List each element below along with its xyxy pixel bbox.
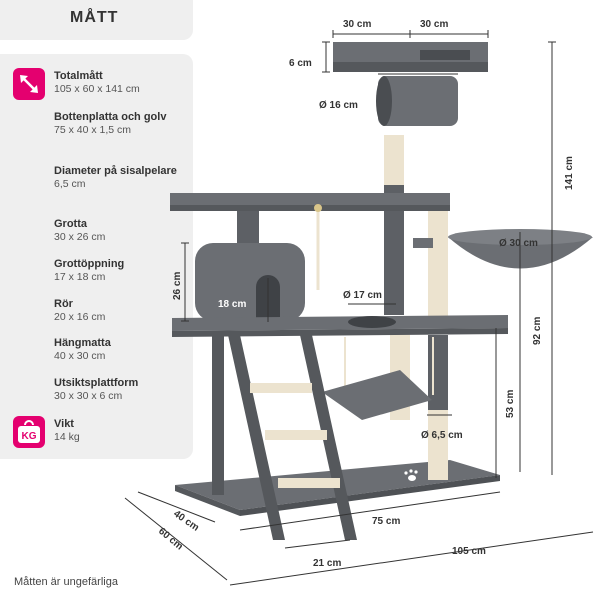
left-post: [212, 335, 224, 495]
dim-total-height: 141 cm: [564, 156, 575, 190]
spec-label: Rör: [54, 298, 73, 310]
spec-value: 105 x 60 x 141 cm: [54, 83, 140, 95]
spec-label: Vikt: [54, 418, 74, 430]
footer-note: Måtten är ungefärliga: [14, 576, 118, 588]
spec-total: Totalmått 105 x 60 x 141 cm: [54, 70, 189, 96]
dim-step-width: 21 cm: [313, 558, 341, 569]
kg-text: KG: [22, 431, 37, 442]
dim-total-depth: 60 cm: [156, 526, 185, 553]
spec-value: 20 x 16 cm: [54, 311, 106, 323]
dim-cave-opening: 18 cm: [218, 299, 246, 310]
sisal-post-right: [428, 205, 448, 320]
spec-platform: Utsiktsplattform 30 x 30 x 6 cm: [54, 377, 189, 403]
paw-print-icon: [404, 469, 418, 481]
spec-panel: [0, 54, 193, 459]
dim-post-diameter: Ø 6,5 cm: [421, 430, 463, 441]
spec-tube: Rör 20 x 16 cm: [54, 298, 189, 324]
spec-label: Bottenplatta och golv: [54, 111, 167, 123]
dim-base-width: 75 cm: [372, 516, 400, 527]
dim-tube-diameter: Ø 16 cm: [319, 100, 358, 111]
dim-top-left-width: 30 cm: [343, 19, 371, 30]
dim-base-depth: 40 cm: [171, 508, 201, 533]
spec-hammock: Hängmatta 40 x 30 cm: [54, 337, 189, 363]
spec-label: Utsiktsplattform: [54, 377, 139, 389]
dimension-lines: [124, 30, 594, 586]
spec-label: Grotta: [54, 218, 87, 230]
plush-post: [384, 185, 404, 315]
spec-cave: Grotta 30 x 26 cm: [54, 218, 189, 244]
cave: [195, 243, 305, 322]
spec-label: Totalmått: [54, 70, 103, 82]
spec-value: 30 x 30 x 6 cm: [54, 390, 123, 402]
spec-value: 40 x 30 cm: [54, 350, 106, 362]
rope-knot: [314, 204, 322, 212]
spec-label: Diameter på sisalpelare: [54, 165, 177, 177]
dim-total-width: 105 cm: [452, 546, 486, 557]
plush-post-right: [428, 335, 448, 410]
sisal-post-top: [384, 135, 404, 185]
spec-base: Bottenplatta och golv 75 x 40 x 1,5 cm: [54, 111, 189, 137]
spec-value: 75 x 40 x 1,5 cm: [54, 124, 132, 136]
sisal-post-bottom: [428, 410, 448, 480]
tube: [376, 76, 458, 126]
weight-kg-icon: KG: [13, 416, 45, 448]
spec-sisal: Diameter på sisalpelare 6,5 cm: [54, 165, 189, 191]
dim-hammock-height: 92 cm: [532, 317, 543, 345]
spec-value: 6,5 cm: [54, 178, 86, 190]
cave-post: [237, 210, 259, 250]
ladder: [228, 335, 357, 540]
spec-value: 30 x 26 cm: [54, 231, 106, 243]
middle-platform: [172, 315, 508, 337]
top-platform: [333, 42, 488, 72]
dim-hammock-diameter: Ø 30 cm: [499, 238, 538, 249]
spec-value: 14 kg: [54, 431, 80, 443]
dim-top-right-width: 30 cm: [420, 19, 448, 30]
page-title: MÅTT: [70, 9, 119, 26]
dim-platform-height: 53 cm: [505, 390, 516, 418]
spec-cave-opening: Grottöppning 17 x 18 cm: [54, 258, 189, 284]
spec-value: 17 x 18 cm: [54, 271, 106, 283]
dim-cave-height: 26 cm: [172, 272, 183, 300]
upper-platform: [170, 193, 450, 211]
resize-diagonal-icon: [13, 68, 45, 100]
spec-label: Hängmatta: [54, 337, 111, 349]
dim-top-height: 6 cm: [289, 58, 312, 69]
dim-hole-diameter: Ø 17 cm: [343, 290, 382, 301]
title-box: MÅTT: [0, 0, 193, 40]
hammock: [322, 337, 434, 420]
spec-weight: Vikt 14 kg: [54, 418, 189, 444]
spec-label: Grottöppning: [54, 258, 125, 270]
